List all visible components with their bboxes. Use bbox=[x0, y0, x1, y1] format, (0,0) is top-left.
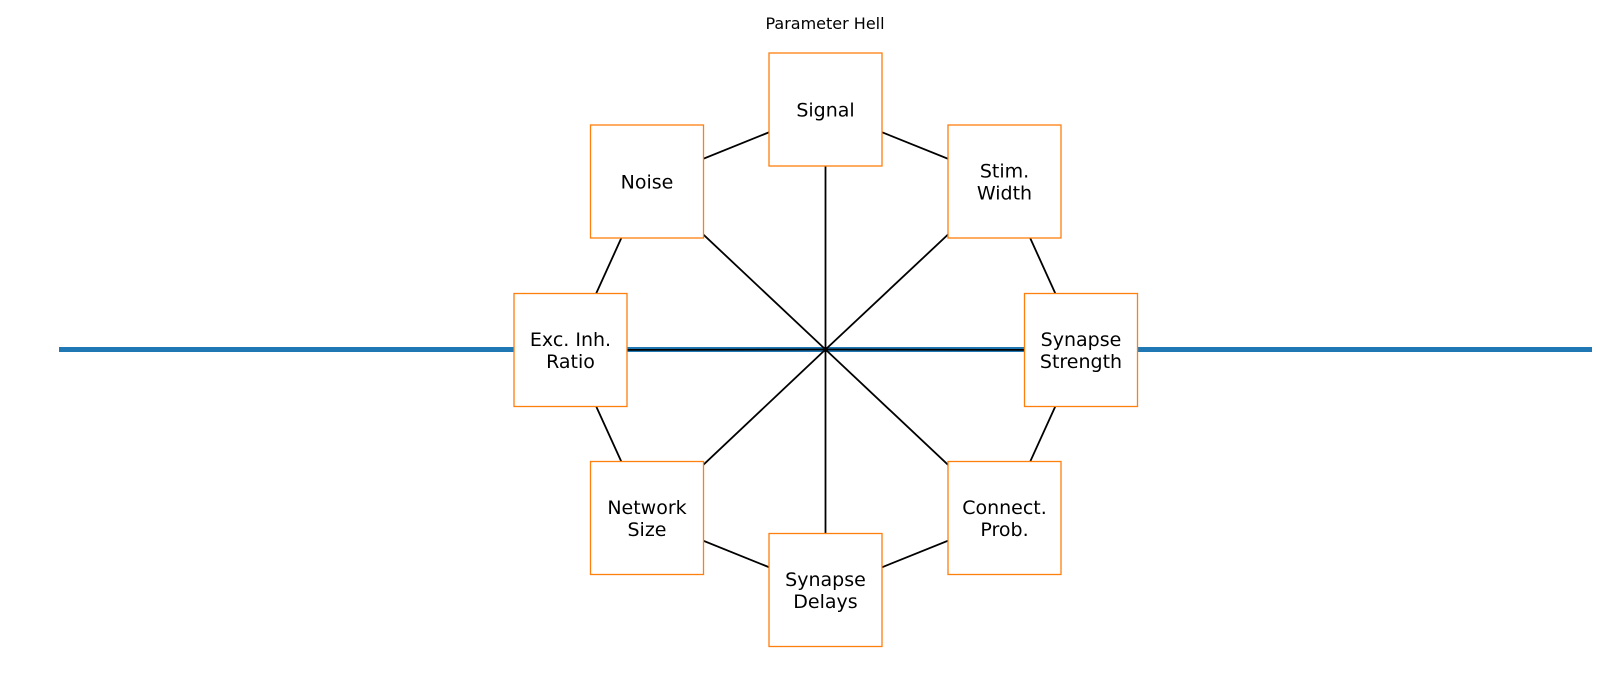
node-label-noise-line-1: Noise bbox=[621, 172, 674, 194]
node-label-synapse-strength-line-1: Synapse bbox=[1041, 329, 1122, 351]
node-box-noise bbox=[589, 124, 705, 239]
node-box-exc-inh-ratio bbox=[513, 292, 628, 408]
node-label-stim-width-line-2: Width bbox=[977, 183, 1032, 205]
nodes-group: SignalStim.WidthSynapseStrengthConnect.P… bbox=[513, 52, 1139, 648]
node-box-stim-width bbox=[947, 124, 1062, 239]
node-box-connect-prob bbox=[947, 460, 1062, 576]
diagram-title: Parameter Hell bbox=[765, 14, 884, 33]
node-box-network-size bbox=[589, 460, 705, 576]
node-stim-width: Stim.Width bbox=[947, 124, 1062, 239]
node-box-signal bbox=[768, 52, 883, 167]
node-signal: Signal bbox=[768, 52, 883, 167]
node-label-exc-inh-ratio-line-1: Exc. Inh. bbox=[530, 329, 611, 351]
node-box-synapse-delays bbox=[768, 532, 883, 648]
node-exc-inh-ratio: Exc. Inh.Ratio bbox=[513, 292, 628, 408]
node-label-synapse-delays-line-1: Synapse bbox=[785, 569, 866, 591]
node-box-synapse-strength bbox=[1023, 292, 1139, 408]
node-label-connect-prob-line-2: Prob. bbox=[980, 519, 1028, 541]
node-label-signal-line-1: Signal bbox=[796, 100, 854, 122]
node-connect-prob: Connect.Prob. bbox=[947, 460, 1062, 576]
node-label-synapse-delays-line-2: Delays bbox=[793, 591, 857, 613]
node-label-stim-width-line-1: Stim. bbox=[980, 161, 1029, 183]
node-label-network-size-line-1: Network bbox=[607, 497, 686, 519]
node-label-exc-inh-ratio-line-2: Ratio bbox=[546, 351, 595, 373]
node-label-network-size-line-2: Size bbox=[627, 519, 666, 541]
node-noise: Noise bbox=[589, 124, 705, 239]
node-label-synapse-strength-line-2: Strength bbox=[1040, 351, 1122, 373]
node-label-connect-prob-line-1: Connect. bbox=[962, 497, 1047, 519]
